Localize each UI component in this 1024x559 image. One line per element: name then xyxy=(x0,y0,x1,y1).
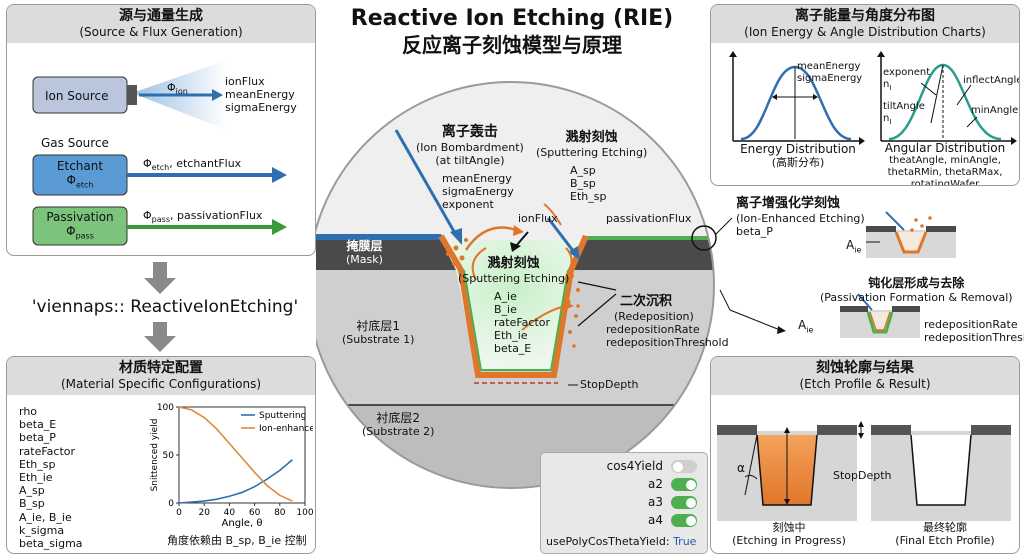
source-graphics xyxy=(32,60,287,246)
sputter-top-label: 溅射刻蚀 (Sputtering Etching) xyxy=(536,130,648,159)
energy-title: Energy Distribution (高斯分布) xyxy=(740,142,856,170)
poly-cos-setting: usePolyCosThetaYield: True xyxy=(546,535,697,548)
substrate-2-label: 衬底层2 (Substrate 2) xyxy=(362,411,435,439)
angular-title: Angular Distribution theatAngle, minAngl… xyxy=(884,141,1006,186)
legend-label: Sputtering xyxy=(259,411,306,421)
exponent-label: exponent nI xyxy=(883,67,931,92)
right-caption: 最终轮廓 (Final Etch Profile) xyxy=(895,521,995,547)
passivation-label: Passivation Φpass xyxy=(46,210,114,241)
a-ie-label: Aie xyxy=(846,238,862,255)
alpha-label: α xyxy=(737,461,745,475)
a2-toggle[interactable] xyxy=(671,478,697,491)
series-line-ion-enhanced xyxy=(178,406,293,502)
y-tick-label: 50 xyxy=(163,451,175,461)
tilt-label: tiltAngle nI xyxy=(883,101,925,126)
etch-profile-header: 刻蚀轮廓与结果 (Etch Profile & Result) xyxy=(711,357,1019,395)
material-panel-header: 材质特定配置 (Material Specific Configurations… xyxy=(7,357,315,395)
source-panel: 源与通量生成 (Source & Flux Generation) Ion So… xyxy=(6,4,316,256)
x-axis-label: Angle, θ xyxy=(222,518,263,529)
redep-a-ie-label: Aie xyxy=(798,318,814,335)
material-param-list: rho beta_E beta_P rateFactor Eth_sp Eth_… xyxy=(19,405,83,551)
min-angle-label: minAngle xyxy=(971,105,1019,116)
passivation-flux-label: passivationFlux xyxy=(606,212,692,225)
series-line-sputtering xyxy=(178,459,293,504)
page-title: Reactive Ion Etching (RIE) 反应离子刻蚀模型与原理 xyxy=(330,6,694,58)
redeposition-label: 二次沉积 (Redeposition) redepositionRate red… xyxy=(606,294,729,349)
cos4yield-toggle[interactable] xyxy=(671,460,697,473)
x-tick-label: 60 xyxy=(249,508,261,518)
ion-source-nozzle xyxy=(127,85,137,105)
x-tick-label: 80 xyxy=(274,508,286,518)
etch-profile-panel: 刻蚀轮廓与结果 (Etch Profile & Result) StopDept… xyxy=(710,356,1020,554)
source-panel-header: 源与通量生成 (Source & Flux Generation) xyxy=(7,5,315,43)
x-tick-label: 0 xyxy=(176,508,182,518)
ion-source-label: Ion Source xyxy=(45,89,109,103)
substrate-1-label: 衬底层1 (Substrate 1) xyxy=(342,319,415,347)
gas-source-label: Gas Source xyxy=(41,136,109,150)
a4-toggle[interactable] xyxy=(671,514,697,527)
toggle-label-a2: a2 xyxy=(648,477,663,491)
mask-right xyxy=(574,240,714,270)
distribution-graphics xyxy=(729,51,1017,145)
etchant-label: Etchant Φetch xyxy=(56,159,104,190)
material-panel: 材质特定配置 (Material Specific Configurations… xyxy=(6,356,316,554)
mask-label: 掩膜层 (Mask) xyxy=(346,239,383,267)
redep-side-params: redepositionRate redepositionThreshold xyxy=(924,318,1024,344)
phi-ion: Φion xyxy=(167,81,188,97)
title-en: Reactive Ion Etching (RIE) xyxy=(350,6,674,31)
ion-enhanced-label: 离子增强化学刻蚀 (Ion-Enhanced Etching) beta_P xyxy=(736,196,865,238)
toggle-label-a3: a3 xyxy=(648,495,663,509)
x-tick-label: 20 xyxy=(198,508,210,518)
title-zh: 反应离子刻蚀模型与原理 xyxy=(402,33,622,57)
left-caption: 刻蚀中 (Etching in Progress) xyxy=(732,521,846,547)
x-tick-label: 100 xyxy=(296,508,313,518)
legend-label: Ion-enhanced xyxy=(259,424,313,434)
toggle-label-cos4yield: cos4Yield xyxy=(606,459,663,473)
energy-labels: meanEnergy sigmaEnergy xyxy=(797,61,863,84)
ion-flux-label: ionFlux xyxy=(518,212,558,225)
energy-panel-header: 离子能量与角度分布图 (Ion Energy & Angle Distribut… xyxy=(711,5,1019,43)
toggle-label-a4: a4 xyxy=(648,513,663,527)
material-caption: 角度依赖由 B_sp, B_ie 控制 xyxy=(167,534,307,547)
plot-frame xyxy=(178,406,306,504)
trench xyxy=(441,240,586,370)
profile-stop-depth: StopDepth xyxy=(833,469,892,482)
a3-toggle[interactable] xyxy=(671,496,697,509)
y-axis-label: Snittenced yield xyxy=(150,419,160,492)
yield-settings-box: cos4Yield a2 a3 a4 usePolyCosThetaYield:… xyxy=(540,452,708,554)
flow-arrows xyxy=(144,262,176,352)
y-tick-label: 100 xyxy=(157,403,174,413)
ion-bombardment-label: 离子轰击 (Ion Bombardment) (at tiltAngle) xyxy=(416,124,524,167)
etch-front xyxy=(438,234,589,378)
side-details xyxy=(691,211,956,338)
y-tick-label: 0 xyxy=(168,499,174,509)
passivation-flux-label: Φpass, passivationFlux xyxy=(143,209,263,225)
energy-panel: 离子能量与角度分布图 (Ion Energy & Angle Distribut… xyxy=(710,4,1020,186)
passivation-formation-label: 钝化层形成与去除 (Passivation Formation & Remova… xyxy=(820,276,1013,304)
ion-bombardment-params: meanEnergy sigmaEnergy exponent xyxy=(442,172,514,211)
poly-cos-value[interactable]: True xyxy=(673,535,697,548)
sputter-mid-params: A_ie B_ie rateFactor Eth_ie beta_E xyxy=(494,290,551,355)
stop-depth-label: StopDepth xyxy=(580,378,639,391)
sputter-top-params: A_sp B_sp Eth_sp xyxy=(570,164,607,203)
inflect-label: inflectAngle xyxy=(963,75,1020,86)
mask-left xyxy=(316,240,456,270)
etchant-flux-label: Φetch, etchantFlux xyxy=(143,157,242,173)
sputter-mid-label: 溅射刻蚀 (Sputtering Etching) xyxy=(458,256,570,285)
model-name: 'viennaps:: ReactiveIonEtching' xyxy=(31,297,299,317)
ion-params: ionFlux meanEnergy sigmaEnergy xyxy=(225,75,297,114)
x-tick-label: 40 xyxy=(224,508,236,518)
etch-profile-graphics xyxy=(717,421,1011,521)
etch-cross-section xyxy=(316,81,715,489)
